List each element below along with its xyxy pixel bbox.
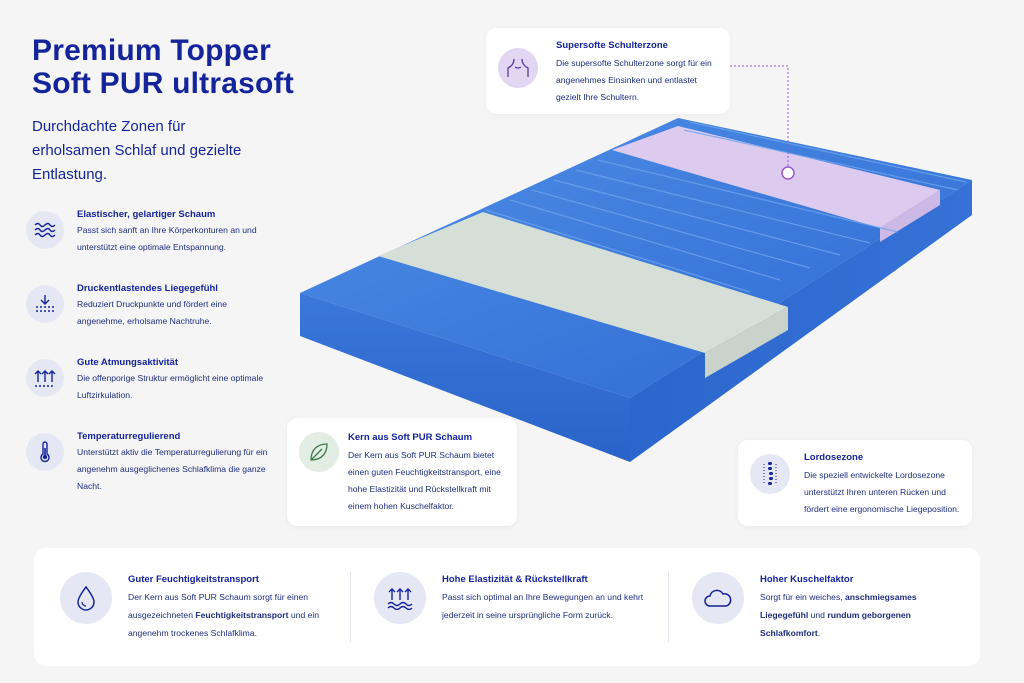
leaf-icon xyxy=(299,432,339,472)
benefit-item: Hohe Elastizität & Rückstellkraft Passt … xyxy=(374,548,664,666)
feature-title: Gute Atmungsaktivität xyxy=(77,357,178,368)
pointer-dot xyxy=(781,166,795,180)
benefit-title: Hoher Kuschelfaktor xyxy=(760,574,854,585)
water-drop-icon xyxy=(60,572,112,624)
benefit-title: Hohe Elastizität & Rückstellkraft xyxy=(442,574,588,585)
divider xyxy=(350,572,351,642)
shoulder-zone xyxy=(612,126,940,228)
feature-desc: Unterstützt aktiv die Temperaturregulier… xyxy=(77,447,268,491)
feature-desc: Passt sich sanft an Ihre Körperkonturen … xyxy=(77,225,257,252)
benefit-desc: Passt sich optimal an Ihre Bewegungen an… xyxy=(442,592,644,620)
title-line-2: Soft PUR ultrasoft xyxy=(32,67,294,100)
lordose-card-title: Lordosezone xyxy=(804,452,864,463)
mattress-grooves xyxy=(485,121,967,293)
mattress-right-side xyxy=(630,180,972,462)
feature-item: Druckentlastendes Liegegefühl Reduziert … xyxy=(26,283,276,354)
benefit-title: Guter Feuchtigkeitstransport xyxy=(128,574,259,585)
elasticity-icon xyxy=(374,572,426,624)
feature-desc: Die offenporige Struktur ermöglicht eine… xyxy=(77,373,264,400)
feature-list: Elastischer, gelartiger Schaum Passt sic… xyxy=(26,206,276,502)
divider xyxy=(668,572,669,642)
title-line-1: Premium Topper xyxy=(32,34,271,67)
benefit-item: Guter Feuchtigkeitstransport Der Kern au… xyxy=(60,548,350,666)
page-subtitle: Durchdachte Zonen für erholsamen Schlaf … xyxy=(32,118,242,183)
cloud-icon xyxy=(692,572,744,624)
airflow-arrows-icon xyxy=(26,359,64,397)
page-title: Premium Topper Soft PUR ultrasoft xyxy=(32,34,294,100)
feature-desc: Reduziert Druckpunkte und fördert eine a… xyxy=(77,299,227,326)
benefits-panel: Guter Feuchtigkeitstransport Der Kern au… xyxy=(34,548,980,666)
feature-item: Gute Atmungsaktivität Die offenporige St… xyxy=(26,357,276,428)
core-card-title: Kern aus Soft PUR Schaum xyxy=(348,432,473,443)
feature-item: Elastischer, gelartiger Schaum Passt sic… xyxy=(26,209,276,280)
spine-icon xyxy=(750,454,790,494)
lordose-card-desc: Die speziell entwickelte Lordosezone unt… xyxy=(804,470,960,514)
benefit-desc: Der Kern aus Soft PUR Schaum sorgt für e… xyxy=(128,592,320,638)
shoulder-card-title: Supersofte Schulterzone xyxy=(556,40,668,51)
lordose-card: Lordosezone Die speziell entwickelte Lor… xyxy=(738,440,972,526)
benefit-item: Hoher Kuschelfaktor Sorgt für ein weiche… xyxy=(692,548,972,666)
feature-title: Temperaturregulierend xyxy=(77,431,181,442)
feature-title: Elastischer, gelartiger Schaum xyxy=(77,209,216,220)
benefit-desc: Sorgt für ein weiches, anschmiegsames Li… xyxy=(760,592,917,638)
feature-item: Temperaturregulierend Unterstützt aktiv … xyxy=(26,431,276,502)
core-card-desc: Der Kern aus Soft PUR Schaum bietet eine… xyxy=(348,450,501,511)
shoulder-zone-card: Supersofte Schulterzone Die supersofte S… xyxy=(486,28,730,114)
feature-title: Druckentlastendes Liegegefühl xyxy=(77,283,218,294)
core-card: Kern aus Soft PUR Schaum Der Kern aus So… xyxy=(287,418,517,526)
mattress-front xyxy=(300,293,630,462)
shoulder-icon xyxy=(498,48,538,88)
pointer-line xyxy=(730,65,789,172)
waves-icon xyxy=(26,211,64,249)
shoulder-card-desc: Die supersofte Schulterzone sorgt für ei… xyxy=(556,58,712,102)
thermometer-icon xyxy=(26,433,64,471)
pressure-arrow-icon xyxy=(26,285,64,323)
lordose-zone xyxy=(378,212,788,353)
